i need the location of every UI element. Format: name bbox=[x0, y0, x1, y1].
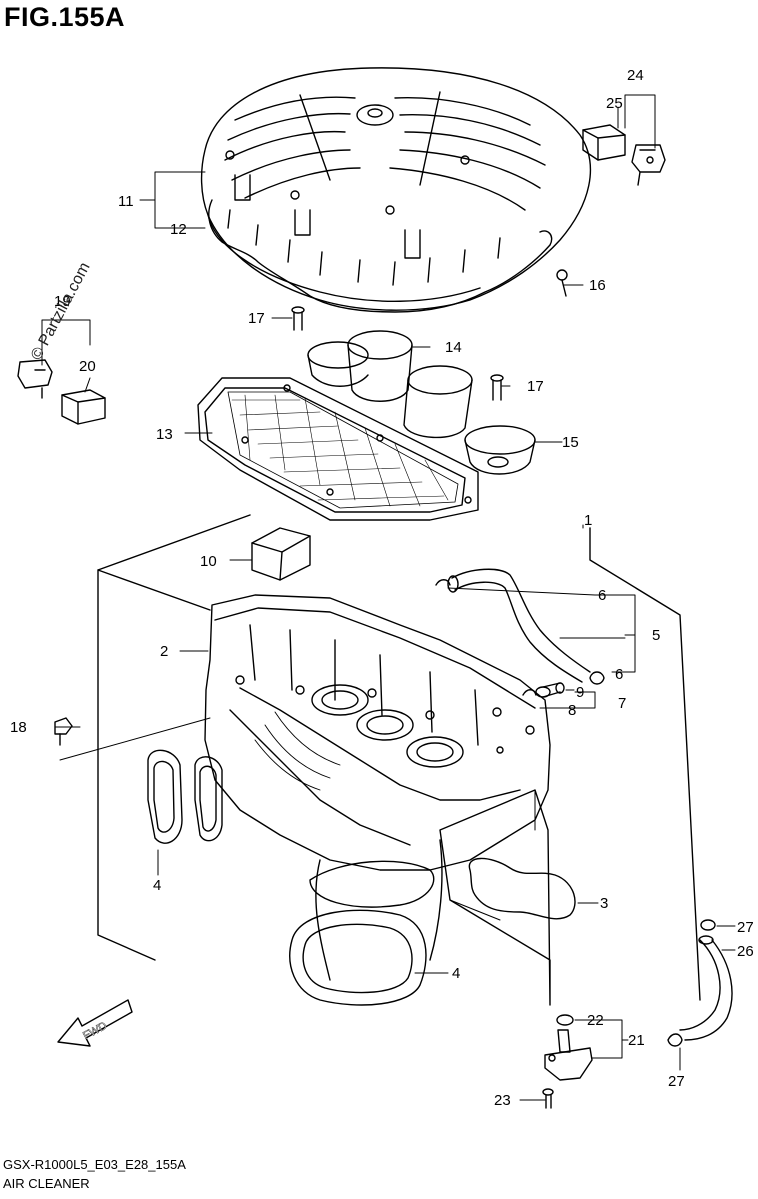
drain-hose-26-part bbox=[679, 935, 733, 1041]
seal-3-part bbox=[468, 857, 576, 920]
callout-26: 26 bbox=[737, 943, 754, 960]
fwd-label: FWD bbox=[81, 1020, 109, 1042]
clamp-27-upper-part bbox=[700, 919, 716, 931]
cover-seal-part bbox=[208, 199, 553, 313]
coupler-25-part bbox=[582, 124, 626, 161]
callout-14: 14 bbox=[445, 339, 462, 356]
plug-9-part bbox=[535, 682, 565, 698]
callout-9: 9 bbox=[576, 684, 584, 701]
callout-13: 13 bbox=[156, 426, 173, 443]
footer-section-name: AIR CLEANER bbox=[3, 1176, 90, 1191]
sensor-19-part bbox=[17, 359, 53, 399]
clamp-27-lower-part bbox=[667, 1033, 683, 1047]
sensor-21-part bbox=[544, 1029, 593, 1081]
callout-17-left: 17 bbox=[248, 310, 265, 327]
clamp-8-part bbox=[522, 689, 537, 696]
case-assembly-bracket bbox=[97, 514, 701, 1006]
callout-11: 11 bbox=[118, 193, 134, 210]
callout-2: 2 bbox=[160, 643, 168, 660]
forward-direction-arrow bbox=[57, 999, 133, 1047]
callout-27-upper: 27 bbox=[737, 919, 754, 936]
callout-24: 24 bbox=[627, 67, 644, 84]
callout-4-lower: 4 bbox=[452, 965, 460, 982]
velocity-funnel-15-part bbox=[464, 425, 536, 475]
bolt-17-left-part bbox=[291, 306, 305, 331]
velocity-funnel-14-part bbox=[307, 330, 473, 439]
callout-20: 20 bbox=[79, 358, 96, 375]
air-cleaner-case-part bbox=[204, 594, 551, 981]
callout-8: 8 bbox=[568, 702, 576, 719]
callout-6-upper: 6 bbox=[598, 587, 606, 604]
drain-hose-5-part bbox=[447, 568, 591, 683]
callout-25: 25 bbox=[606, 95, 623, 112]
callout-17-right: 17 bbox=[527, 378, 544, 395]
bolt-18-part bbox=[54, 717, 73, 746]
air-cleaner-cover-part bbox=[200, 67, 592, 311]
callout-10: 10 bbox=[200, 553, 217, 570]
leader-lines bbox=[41, 94, 736, 1101]
footer-diagram-code: GSX-R1000L5_E03_E28_155A bbox=[3, 1157, 186, 1172]
sponge-10-part bbox=[251, 527, 311, 581]
intake-gasket-4-left-part bbox=[147, 749, 223, 844]
callout-12: 12 bbox=[170, 221, 187, 238]
callout-6-lower: 6 bbox=[615, 666, 623, 683]
air-filter-element-part bbox=[197, 377, 479, 521]
callout-19: 19 bbox=[54, 293, 71, 310]
callout-16: 16 bbox=[589, 277, 606, 294]
screw-23-part bbox=[542, 1088, 554, 1109]
clamp-6-lower-part bbox=[589, 671, 605, 685]
sensor-24-part bbox=[631, 144, 666, 186]
callout-7: 7 bbox=[618, 695, 626, 712]
bolt-17-right-part bbox=[490, 374, 504, 401]
callout-23: 23 bbox=[494, 1092, 511, 1109]
coupler-20-part bbox=[61, 389, 106, 425]
intake-duct-seal-4-lower-part bbox=[289, 909, 427, 1006]
callout-3: 3 bbox=[600, 895, 608, 912]
callout-21: 21 bbox=[628, 1032, 645, 1049]
callout-18: 18 bbox=[10, 719, 27, 736]
screw-16-part bbox=[556, 269, 568, 297]
o-ring-22-part bbox=[556, 1014, 574, 1026]
callout-22: 22 bbox=[587, 1012, 604, 1029]
callout-1: 1 bbox=[584, 512, 592, 529]
callout-15: 15 bbox=[562, 434, 579, 451]
callout-5: 5 bbox=[652, 627, 660, 644]
callout-27-lower: 27 bbox=[668, 1073, 685, 1090]
clamp-6-upper-part bbox=[435, 579, 451, 586]
callout-4-left: 4 bbox=[153, 877, 161, 894]
figure-title: FIG.155A bbox=[4, 2, 126, 32]
